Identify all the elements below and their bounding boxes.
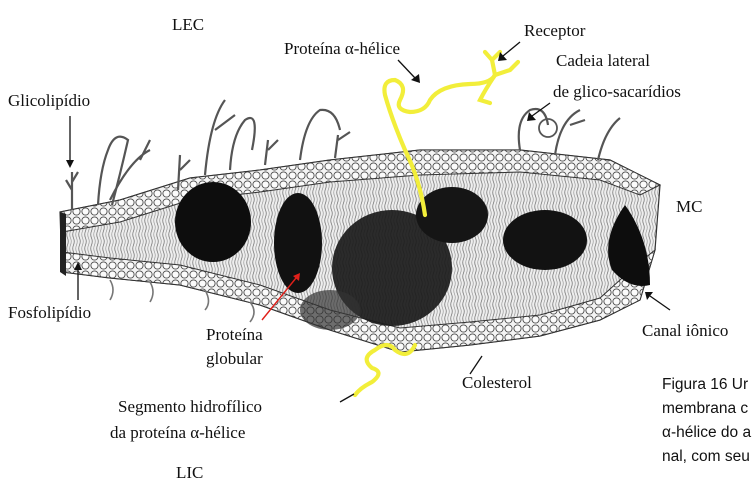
caption-line-3: α-hélice do a <box>662 424 751 441</box>
cholesterol-label: Colesterol <box>462 373 532 392</box>
caption-line-2: membrana c <box>662 400 748 417</box>
alpha-helix-protein-label: Proteína α-hélice <box>284 39 400 58</box>
hydrophilic-segment-label-line2: da proteína α-hélice <box>110 423 245 442</box>
phospholipid-label: Fosfolipídio <box>8 303 91 322</box>
globular-protein-label-line1: Proteína <box>206 325 263 344</box>
lec-label: LEC <box>172 15 204 34</box>
globular-protein <box>300 290 360 330</box>
globular-protein <box>175 182 251 262</box>
mc-label: MC <box>676 197 702 216</box>
globular-protein-label-line2: globular <box>206 349 263 368</box>
side-chain-label-line2: de glico-sacarídios <box>553 82 681 101</box>
glycolipid-label: Glicolipídio <box>8 91 90 110</box>
ion-channel-label: Canal iônico <box>642 321 728 340</box>
receptor-label: Receptor <box>524 21 586 40</box>
caption-line-4: nal, com seu <box>662 448 750 465</box>
lic-label: LIC <box>176 463 203 482</box>
globular-protein <box>503 210 587 270</box>
hydrophilic-segment-label-line1: Segmento hidrofílico <box>118 397 262 416</box>
caption-line-1: Figura 16 Ur <box>662 376 748 393</box>
side-chain-label-line1: Cadeia lateral <box>556 51 650 70</box>
